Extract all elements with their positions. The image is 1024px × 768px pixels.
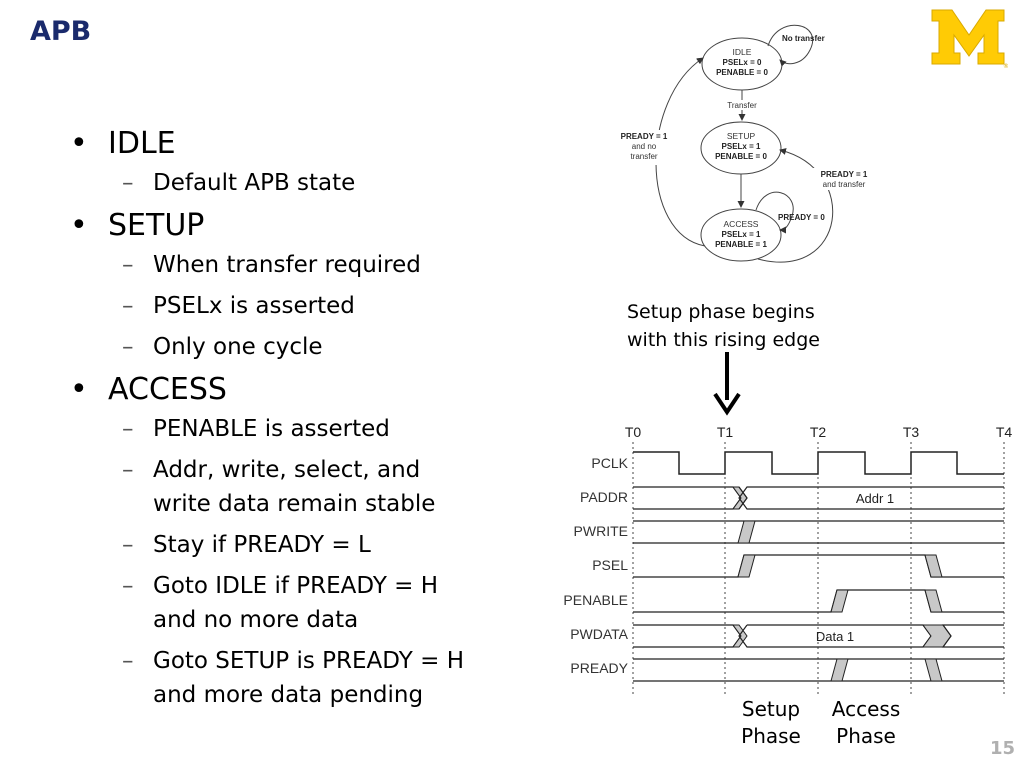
setup-penable: PENABLE = 0 (715, 152, 767, 161)
sub-bullet-text: Stay if PREADY = L (153, 532, 371, 558)
signal-name: PREADY (570, 660, 628, 676)
transfer-label: Transfer (727, 101, 757, 110)
setup-phase-line1: Setup (741, 697, 801, 721)
setup-psel: PSELx = 1 (722, 142, 761, 151)
access-phase-label: Access Phase (828, 696, 904, 750)
pready-no-transfer-line1: PREADY = 1 (621, 132, 668, 141)
annotation-line2: with this rising edge (627, 329, 820, 351)
bullet-setup: • SETUP (70, 208, 510, 244)
bullet-access-label: ACCESS (108, 372, 227, 407)
psel-waveform (633, 554, 1004, 578)
sub-bullet: –PENABLE is asserted (70, 412, 510, 446)
pready-transfer-arrow (757, 148, 834, 263)
setup-state: SETUP PSELx = 1 PENABLE = 0 (700, 121, 782, 175)
pready-no-transfer-line3: transfer (630, 152, 657, 161)
idle-state: IDLE PSELx = 0 PENABLE = 0 (701, 37, 783, 91)
setup-phase-label: Setup Phase (735, 696, 807, 750)
sub-bullet: –Stay if PREADY = L (70, 528, 510, 562)
access-state: ACCESS PSELx = 1 PENABLE = 1 (700, 208, 782, 262)
no-transfer-label: No transfer (782, 34, 825, 43)
paddr-waveform: Addr 1 (633, 486, 1004, 510)
signal-name: PENABLE (563, 592, 628, 608)
apb-timing-diagram: T0 T1 T2 T3 T4 PCLK PADDR PWRITE PSEL PE… (563, 424, 1013, 695)
slide-title: APB (30, 16, 92, 47)
bullet-idle-label: IDLE (108, 126, 176, 161)
sub-bullet-text: When transfer required (153, 252, 421, 278)
access-phase-line2: Phase (836, 724, 896, 748)
bullet-dot: • (70, 208, 88, 243)
idle-penable: PENABLE = 0 (716, 68, 768, 77)
sub-bullet: –PSELx is asserted (70, 289, 510, 323)
sub-bullet-text: PSELx is asserted (153, 293, 355, 319)
idle-state-name: IDLE (733, 47, 752, 57)
access-phase-line1: Access (831, 697, 901, 721)
access-state-name: ACCESS (724, 219, 759, 229)
time-label: T2 (810, 424, 827, 440)
signal-name: PCLK (591, 455, 628, 471)
pwdata-waveform: Data 1 (633, 624, 1004, 648)
pwdata-value: Data 1 (816, 629, 854, 644)
pready-zero-label: PREADY = 0 (778, 213, 825, 222)
sub-bullet: –Only one cycle (70, 330, 510, 364)
university-logo: ® (931, 9, 1008, 68)
bullet-dot: • (70, 372, 88, 407)
setup-phase-annotation: Setup phase begins with this rising edge (627, 298, 820, 354)
pready-waveform (633, 658, 1004, 682)
pwrite-waveform (633, 520, 1004, 544)
time-label: T3 (903, 424, 920, 440)
sub-bullet-text: PENABLE is asserted (153, 416, 390, 442)
pready-transfer-line2: and transfer (823, 180, 866, 189)
annotation-line1: Setup phase begins (627, 301, 815, 323)
pready-transfer-line1: PREADY = 1 (821, 170, 868, 179)
time-label: T0 (625, 424, 642, 440)
pready-zero-arrow (755, 191, 794, 234)
apb-state-diagram: IDLE PSELx = 0 PENABLE = 0 SETUP PSELx =… (618, 24, 874, 263)
pclk-waveform (633, 451, 1004, 475)
penable-waveform (633, 589, 1004, 613)
signal-name: PADDR (580, 489, 628, 505)
signal-name: PSEL (592, 557, 628, 573)
bullet-access: • ACCESS (70, 372, 510, 408)
bullet-dot: • (70, 126, 88, 161)
bullet-list: • IDLE –Default APB state • SETUP –When tr… (70, 118, 510, 719)
access-psel: PSELx = 1 (722, 230, 761, 239)
page-number: 15 (990, 738, 1016, 759)
bullet-setup-label: SETUP (108, 208, 205, 243)
sub-bullet: –When transfer required (70, 248, 510, 282)
setup-state-name: SETUP (727, 131, 756, 141)
pready-no-transfer-line2: and no (632, 142, 657, 151)
sub-bullet: –Default APB state (70, 166, 510, 200)
time-label: T4 (996, 424, 1013, 440)
paddr-value: Addr 1 (856, 491, 894, 506)
sub-bullet-text: Only one cycle (153, 334, 323, 360)
idle-psel: PSELx = 0 (723, 58, 762, 67)
sub-bullet-text: Default APB state (153, 170, 356, 196)
setup-phase-line2: Phase (741, 724, 801, 748)
access-penable: PENABLE = 1 (715, 240, 767, 249)
svg-text:®: ® (1003, 63, 1008, 68)
signal-name: PWDATA (570, 626, 628, 642)
time-label: T1 (717, 424, 734, 440)
no-transfer-arrow (767, 24, 813, 67)
bullet-idle: • IDLE (70, 126, 510, 162)
down-arrow-icon (713, 352, 741, 416)
signal-name: PWRITE (574, 523, 628, 539)
